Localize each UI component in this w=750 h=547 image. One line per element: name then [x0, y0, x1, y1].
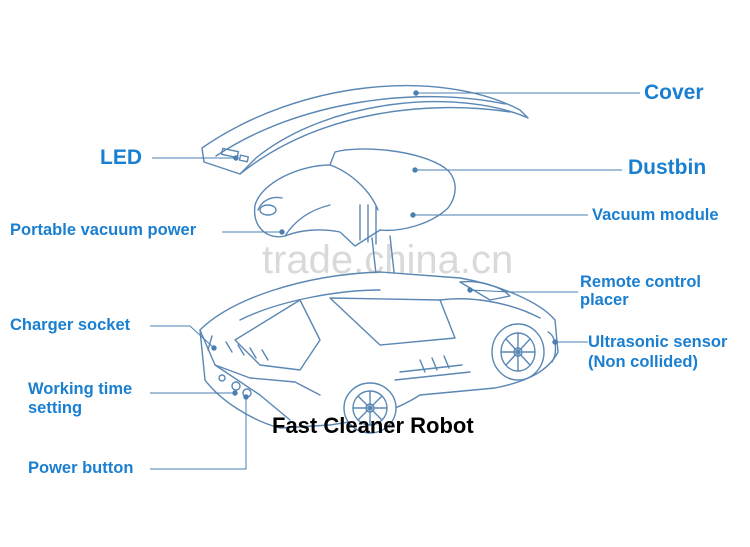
label-ultrasonic-line1: Ultrasonic sensor [588, 334, 727, 351]
watermark: trade.china.cn [262, 238, 513, 283]
label-charger-socket: Charger socket [10, 317, 130, 334]
label-led: LED [100, 147, 142, 169]
label-working-time-line2: setting [28, 400, 82, 417]
label-ultrasonic-line2: (Non collided) [588, 354, 698, 371]
label-power-button: Power button [28, 460, 133, 477]
label-dustbin: Dustbin [628, 157, 706, 179]
diagram-title: Fast Cleaner Robot [272, 414, 474, 437]
label-remote-control-line2: placer [580, 292, 629, 309]
front-wheel [492, 324, 544, 380]
label-remote-control-line1: Remote control [580, 274, 701, 291]
dustbin-part [255, 149, 456, 246]
label-cover: Cover [644, 82, 704, 104]
label-working-time-line1: Working time [28, 381, 132, 398]
label-vacuum-module: Vacuum module [592, 207, 719, 224]
label-portable-vacuum-power: Portable vacuum power [10, 222, 196, 239]
